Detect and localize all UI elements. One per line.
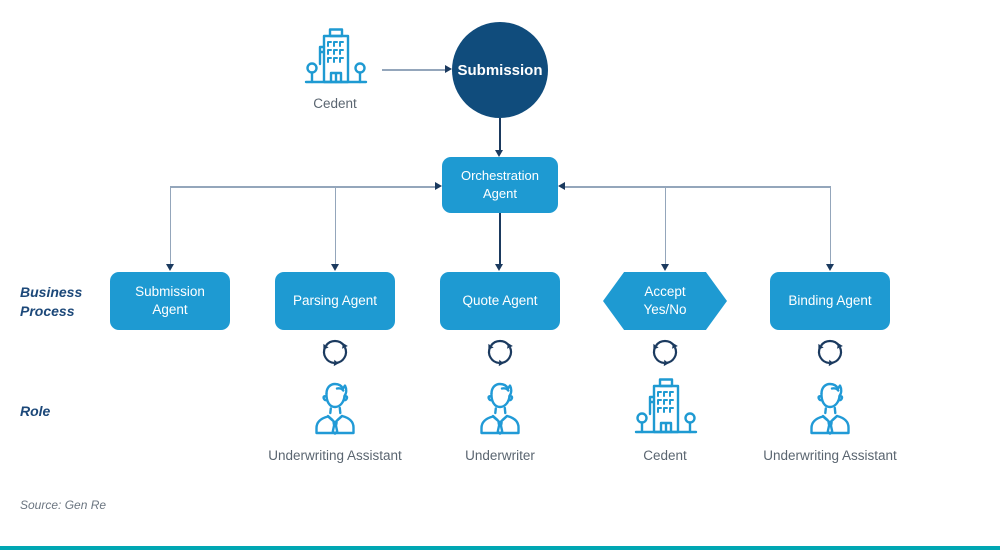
arrowhead-right-icon — [445, 65, 452, 73]
arrowhead-down-icon — [495, 264, 503, 271]
connector-right-branch — [565, 186, 831, 188]
cedent-top-label: Cedent — [313, 96, 357, 111]
role-label: Underwriting Assistant — [763, 448, 897, 463]
role-label: Underwriting Assistant — [268, 448, 402, 463]
source-credit: Source: Gen Re — [20, 498, 107, 512]
binding-agent-box: Binding Agent — [770, 272, 890, 330]
cycle-arrows-icon — [484, 336, 516, 368]
arrowhead-down-icon — [331, 264, 339, 271]
submission-agent-box: Submission Agent — [110, 272, 230, 330]
submission-node: Submission — [452, 22, 548, 118]
connector-left-branch — [170, 186, 436, 188]
arrowhead-down-icon — [495, 150, 503, 157]
arrowhead-down-icon — [661, 264, 669, 271]
person-icon — [798, 372, 862, 442]
arrowhead-left-icon — [558, 182, 565, 190]
role-label: Underwriter — [465, 448, 535, 463]
connector-cedent-submission — [382, 69, 446, 71]
building-icon — [299, 24, 371, 90]
arrowhead-right-icon — [435, 182, 442, 190]
person-icon — [468, 372, 532, 442]
bottom-accent-bar — [0, 546, 1000, 550]
connector-drop-submission-agent — [169, 186, 171, 264]
connector-drop-binding-agent — [829, 186, 831, 264]
building-icon — [629, 374, 701, 440]
connector-drop-quote-agent — [499, 213, 501, 264]
role-heading: Role — [20, 403, 51, 419]
arrowhead-down-icon — [166, 264, 174, 271]
connector-drop-accept — [664, 186, 666, 264]
person-icon — [303, 372, 367, 442]
accept-decision-hexagon: Accept Yes/No — [603, 272, 727, 330]
role-label: Cedent — [643, 448, 687, 463]
connector-submission-orchestration — [499, 118, 501, 152]
arrowhead-down-icon — [826, 264, 834, 271]
quote-agent-box: Quote Agent — [440, 272, 560, 330]
cycle-arrows-icon — [814, 336, 846, 368]
parsing-agent-box: Parsing Agent — [275, 272, 395, 330]
business-process-heading: Business Process — [20, 284, 83, 319]
connector-drop-parsing-agent — [334, 186, 336, 264]
cycle-arrows-icon — [319, 336, 351, 368]
cycle-arrows-icon — [649, 336, 681, 368]
orchestration-agent-box: Orchestration Agent — [442, 157, 558, 213]
